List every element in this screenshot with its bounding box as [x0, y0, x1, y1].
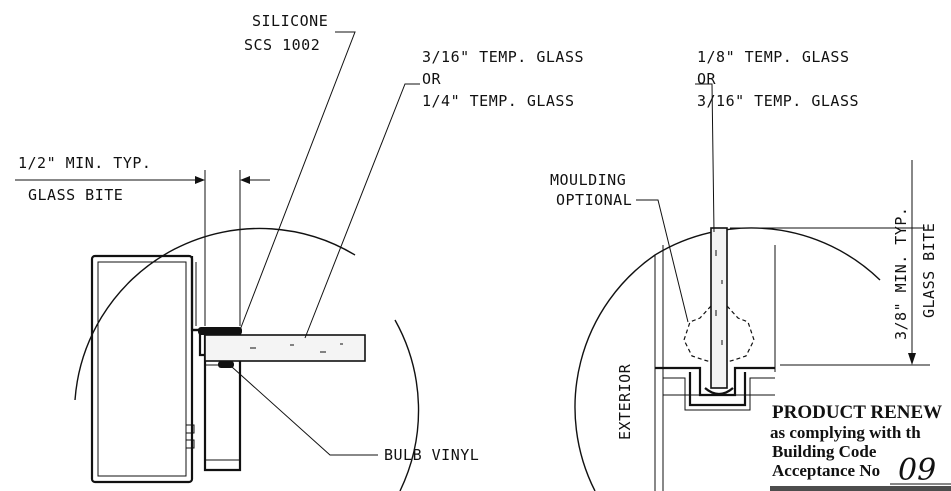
right-bite-label-2: GLASS BITE [920, 223, 938, 318]
bulb-vinyl-label: BULB VINYL [384, 446, 479, 464]
left-silicone-bead [198, 327, 242, 335]
left-glass-leader [304, 83, 420, 339]
left-glass-label-or: OR [422, 70, 442, 88]
stamp-handwritten-number: 09 [898, 453, 936, 488]
right-glass-label-1: 1/8" TEMP. GLASS [697, 48, 850, 66]
left-frame-profile [90, 254, 242, 484]
stamp-line-2: as complying with th [770, 423, 921, 442]
exterior-label: EXTERIOR [616, 363, 634, 440]
silicone-leader [239, 31, 356, 331]
right-bite-dimension [730, 160, 930, 366]
left-detail: SILICONE SCS 1002 3/16" TEMP. GLASS OR 1… [15, 12, 584, 491]
right-glass-label-or: OR [697, 70, 717, 88]
right-bite-label-1: 3/8" MIN. TYP. [892, 207, 910, 340]
right-glass-label-2: 3/16" TEMP. GLASS [697, 92, 859, 110]
left-glass-pane [204, 334, 366, 362]
moulding-leader [636, 199, 689, 323]
left-bite-label-1: 1/2" MIN. TYP. [18, 154, 151, 172]
left-bite-label-2: GLASS BITE [28, 186, 123, 204]
approval-stamp: PRODUCT RENEW as complying with th Build… [770, 402, 951, 491]
bulb-vinyl-leader [231, 366, 378, 456]
left-bite-dimension [15, 170, 270, 326]
moulding-label-2: OPTIONAL [556, 191, 632, 209]
left-detail-circle [74, 227, 420, 491]
left-glass-label-1: 3/16" TEMP. GLASS [422, 48, 584, 66]
silicone-label-2: SCS 1002 [244, 36, 320, 54]
stamp-line-1: PRODUCT RENEW [772, 402, 942, 423]
right-detail: 1/8" TEMP. GLASS OR 3/16" TEMP. GLASS MO… [550, 48, 938, 491]
left-bulb-vinyl [218, 361, 234, 368]
right-glass-pane [704, 227, 734, 396]
optional-moulding [683, 305, 755, 363]
stamp-line-3: Building Code [772, 442, 877, 461]
moulding-label-1: MOULDING [550, 171, 626, 189]
stamp-line-4: Acceptance No [772, 461, 880, 480]
silicone-label-1: SILICONE [252, 12, 328, 30]
left-glass-label-2: 1/4" TEMP. GLASS [422, 92, 575, 110]
right-glass-leader [695, 83, 715, 233]
